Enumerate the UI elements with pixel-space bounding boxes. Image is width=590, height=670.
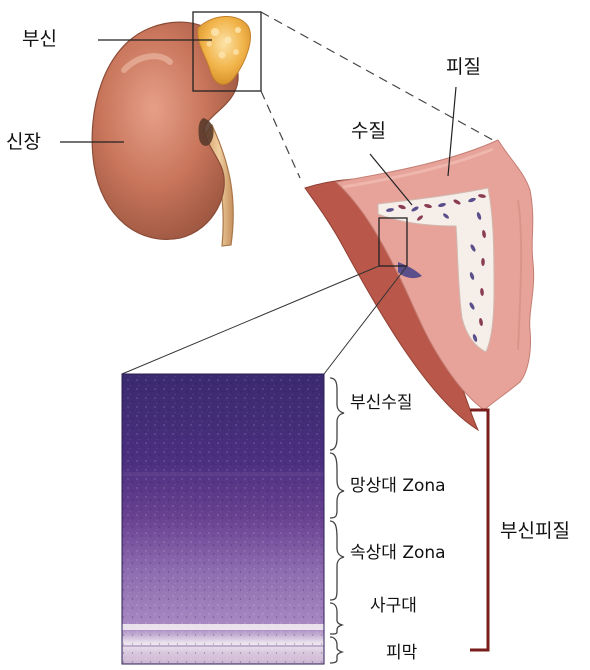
cortex-bracket <box>470 410 488 650</box>
label-capsule: 피막 <box>386 645 417 662</box>
label-adrenal: 부신 <box>22 30 57 49</box>
label-cortex: 피질 <box>446 58 481 77</box>
histology-micrograph <box>122 374 324 664</box>
label-zona-glomerulosa: 망상대 Zona <box>350 478 446 495</box>
label-kidney: 신장 <box>6 133 41 152</box>
label-adrenal-cortex: 부신피질 <box>500 522 570 541</box>
zoom-line-left <box>122 266 379 374</box>
zoom-line-lower <box>261 91 300 178</box>
label-zona-fasciculata: 속상대 Zona <box>350 545 446 562</box>
zone-braces <box>330 378 344 663</box>
label-medulla: 수질 <box>351 122 386 141</box>
label-zona-reticularis: 사구대 <box>370 598 417 615</box>
adrenal-cross-section <box>305 140 534 430</box>
label-adrenal-medulla: 부신수질 <box>350 395 413 412</box>
